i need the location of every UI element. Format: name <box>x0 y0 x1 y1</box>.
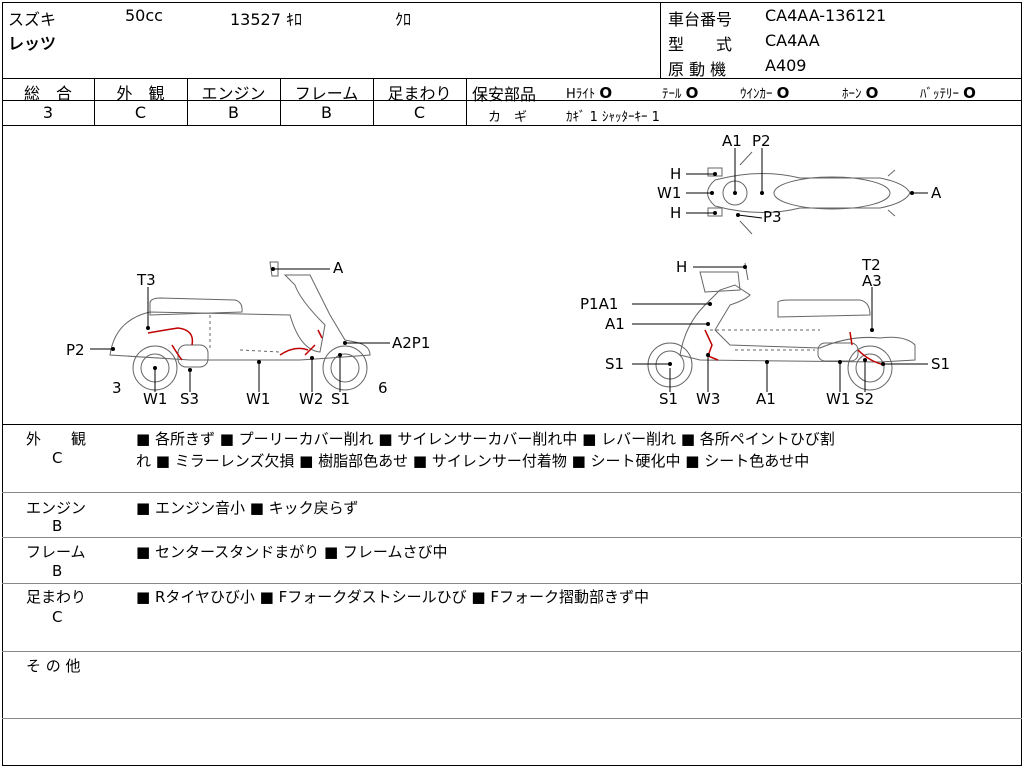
frame-no: CA4AA-136121 <box>765 6 887 25</box>
safety-item-tail: ﾃｰﾙ O <box>662 84 699 102</box>
model-name: レッツ <box>8 34 57 53</box>
grade-exterior-value: C <box>134 103 147 122</box>
type-value: CA4AA <box>765 31 820 50</box>
remark-exterior-line-1: ■ 各所きず ■ プーリーカバー削れ ■ サイレンサーカバー削れ中 ■ レバー削… <box>136 430 835 448</box>
right-body-shape <box>679 284 916 363</box>
top-body-shape <box>707 173 911 213</box>
damage-mark-right-front <box>704 329 719 361</box>
grade-frame-label: フレーム <box>294 84 359 103</box>
label-right-s1a: S1 <box>605 355 624 373</box>
frame-no-label: 車台番号 <box>668 10 733 29</box>
safety-item-winker: ｳｲﾝｶｰ O <box>740 84 790 102</box>
color: ｸﾛ <box>395 10 412 29</box>
type-label: 型 式 <box>668 35 733 54</box>
remark-frame-label: フレーム <box>26 543 86 561</box>
label-right-s1b: S1 <box>931 355 950 373</box>
label-right-a3: A3 <box>862 272 882 290</box>
key-label: カ ギ <box>488 110 528 125</box>
label-right-p1a1: P1A1 <box>580 295 618 313</box>
label-top-a1: A1 <box>722 132 742 150</box>
displacement: 50cc <box>125 6 163 25</box>
maker: スズキ <box>8 10 57 29</box>
remark-suspension-label: 足まわり <box>26 588 87 606</box>
grade-overall-label: 総 合 <box>23 84 72 103</box>
remark-other-label: そ の 他 <box>26 657 81 675</box>
label-top-h2: H <box>670 204 681 222</box>
left-seat-shape <box>149 297 243 316</box>
grade-overall-value: 3 <box>42 103 54 122</box>
label-left-3: 3 <box>112 379 122 397</box>
safety-item-horn: ﾎｰﾝ O <box>842 84 879 102</box>
remark-exterior-grade: C <box>52 449 63 467</box>
remark-engine-line-1: ■ エンジン音小 ■ キック戻らず <box>136 499 359 517</box>
damage-mark-left-rear <box>147 327 194 361</box>
label-right-s1c: S1 <box>659 390 678 408</box>
label-right-t2: T2 <box>861 256 881 274</box>
label-left-6: 6 <box>378 379 388 397</box>
label-right-h: H <box>676 258 687 276</box>
grade-suspension-value: C <box>413 103 426 122</box>
top-mirror-stems <box>739 151 753 235</box>
left-muffler <box>177 344 209 368</box>
label-left-a2p1: A2P1 <box>392 334 430 352</box>
right-handle <box>699 271 741 293</box>
label-top-w1: W1 <box>657 184 681 202</box>
safety-item-battery: ﾊﾞｯﾃﾘｰ O <box>920 84 976 102</box>
label-right-a1b: A1 <box>756 390 776 408</box>
top-seat-shape <box>773 176 891 210</box>
label-top-p3: P3 <box>763 208 782 226</box>
label-right-w3: W3 <box>696 390 720 408</box>
label-left-w1a: W1 <box>143 390 167 408</box>
label-top-p2: P2 <box>752 132 771 150</box>
label-right-s2: S2 <box>855 390 874 408</box>
right-seat-shape <box>777 299 871 318</box>
scooter-diagram: A1 P2 H W1 H P3 A A T3 P2 A2P1 3 6 W1 S3… <box>66 132 950 408</box>
label-left-w1b: W1 <box>246 390 270 408</box>
top-handle-right <box>707 207 723 217</box>
grade-frame-value: B <box>321 103 332 122</box>
label-top-h1: H <box>670 165 681 183</box>
key-value: ｶｷﾞ 1 ｼｬｯﾀｰｷｰ 1 <box>566 110 660 125</box>
label-right-w1: W1 <box>826 390 850 408</box>
right-muffler <box>817 342 859 362</box>
remark-exterior-label: 外 観 <box>26 430 87 448</box>
safety-item-headlight: Hﾗｲﾄ O <box>566 84 613 102</box>
remark-suspension-line-1: ■ Rタイヤひび小 ■ Fフォークダストシールひび ■ Fフォーク摺動部きず中 <box>136 588 649 606</box>
remark-exterior-line-2: れ ■ ミラーレンズ欠損 ■ 樹脂部色あせ ■ サイレンサー付着物 ■ シート硬… <box>136 452 810 470</box>
grade-exterior-label: 外 観 <box>116 84 165 103</box>
label-left-p2: P2 <box>66 341 85 359</box>
label-left-a: A <box>333 259 344 277</box>
label-left-s3: S3 <box>180 390 199 408</box>
label-left-t3: T3 <box>136 271 156 289</box>
remark-frame-grade: B <box>52 562 63 580</box>
grade-suspension-label: 足まわり <box>387 84 452 103</box>
remark-frame-line-1: ■ センタースタンドまがり ■ フレームさび中 <box>136 543 448 561</box>
damage-mark-left-front <box>279 329 323 356</box>
mileage: 13527 ｷﾛ <box>230 10 302 29</box>
grade-engine-label: エンジン <box>201 84 266 103</box>
right-rear-wheel <box>847 345 893 391</box>
engine-label: 原 動 機 <box>668 60 727 79</box>
engine-value: A409 <box>765 56 807 75</box>
top-rear-winkers <box>887 169 896 217</box>
label-left-w2: W2 <box>299 390 323 408</box>
label-left-s1: S1 <box>331 390 350 408</box>
safety-label: 保安部品 <box>472 85 537 104</box>
label-top-a: A <box>931 184 942 202</box>
remark-suspension-grade: C <box>52 608 63 626</box>
remark-engine-label: エンジン <box>26 499 87 517</box>
grade-engine-value: B <box>228 103 239 122</box>
left-handle <box>269 261 279 277</box>
left-front-wheel <box>322 345 368 391</box>
label-right-a1: A1 <box>605 315 625 333</box>
left-body-shape <box>109 274 371 361</box>
remark-engine-grade: B <box>52 517 63 535</box>
